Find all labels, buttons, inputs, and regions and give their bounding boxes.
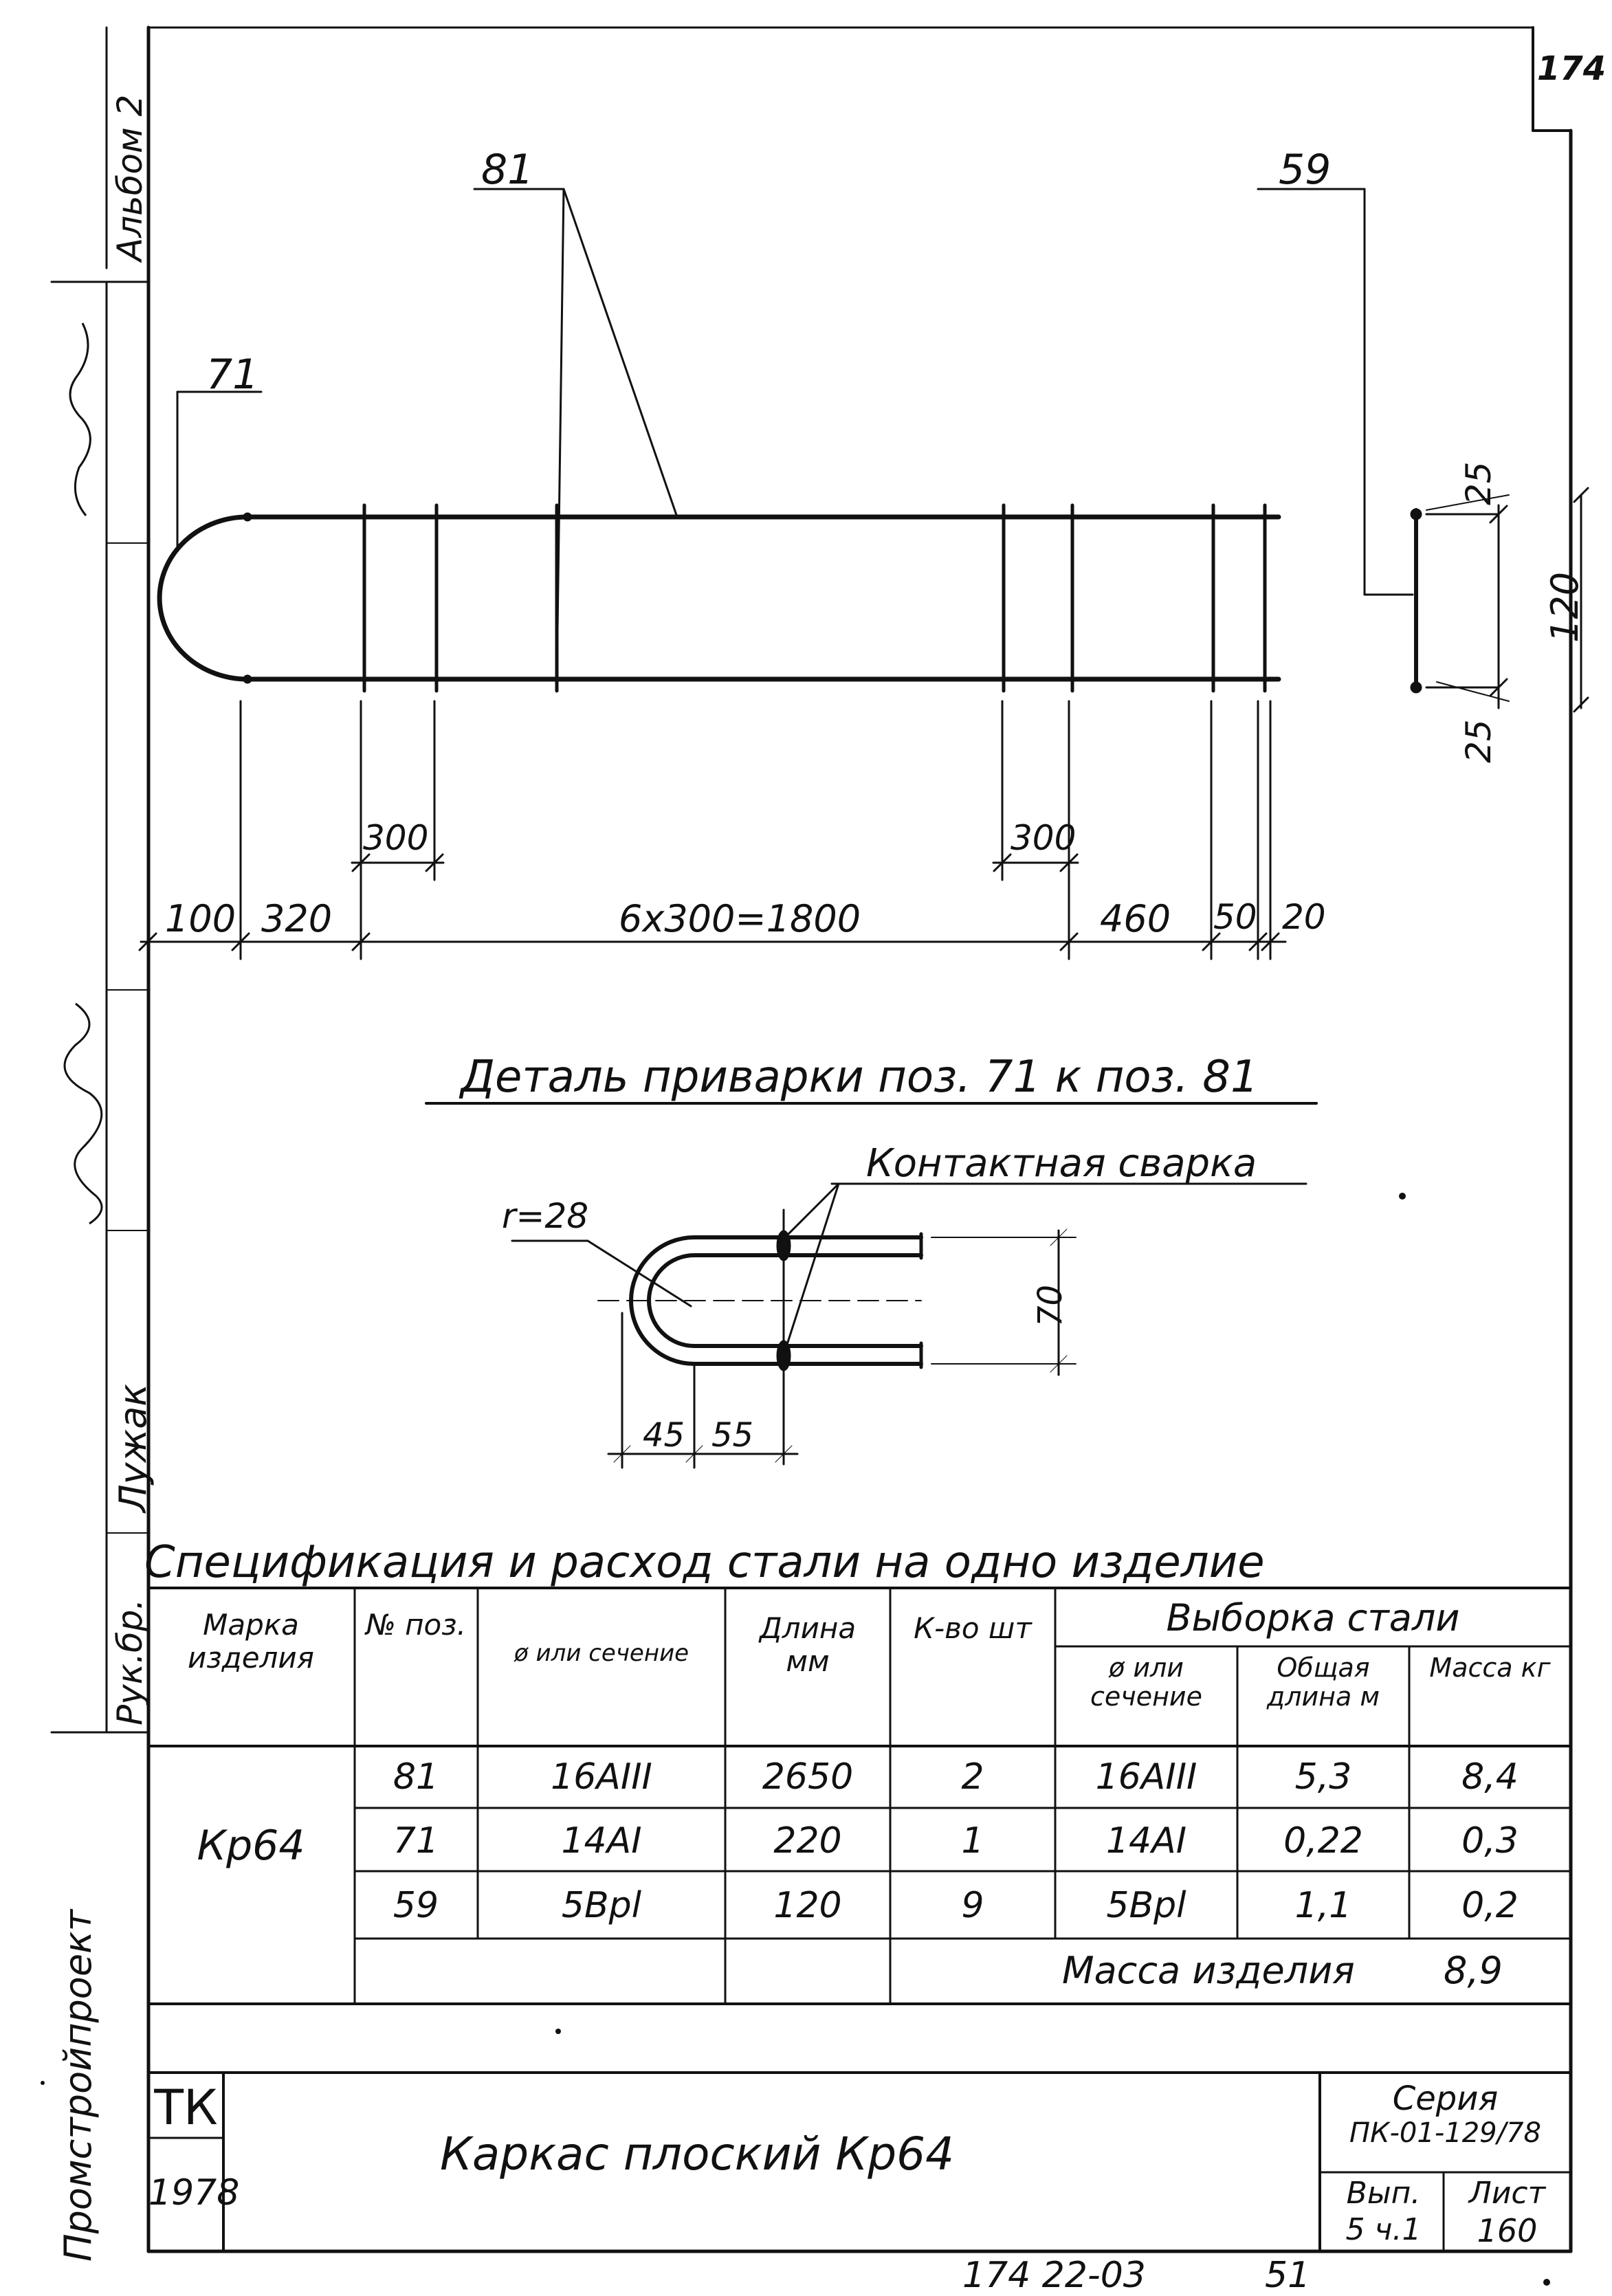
table-row-3-mass: 0,2 — [1461, 1885, 1519, 1926]
drawing-name: Каркас плоский Кр64 — [440, 2128, 955, 2181]
spec-title: Спецификация и расход стали на одно изде… — [144, 1537, 1265, 1588]
dim-70: 70 — [1031, 1284, 1070, 1327]
table-row-2-mass: 0,3 — [1461, 1820, 1519, 1862]
head-title-label: Рук.бр. — [110, 1598, 150, 1725]
dim-120: 120 — [1543, 571, 1587, 643]
table-row-3-length: 120 — [773, 1885, 842, 1926]
dim-320: 320 — [261, 897, 333, 940]
dim-100: 100 — [165, 897, 236, 940]
title-block-year: 1978 — [148, 2172, 240, 2214]
table-row-2-pos: 71 — [393, 1820, 439, 1862]
mark-value: Кр64 — [197, 1822, 305, 1870]
footer-number: 174 22-03 — [962, 2255, 1146, 2296]
dim-6x300: 6x300=1800 — [619, 897, 861, 940]
callout-main-bar: 81 — [481, 146, 534, 194]
dim-45: 45 — [643, 1416, 685, 1455]
table-row-2-total: 0,22 — [1283, 1820, 1363, 1862]
dim-25-top: 25 — [1459, 461, 1499, 505]
table-row-3-qty: 9 — [961, 1885, 984, 1926]
mass-total-value: 8,9 — [1444, 1949, 1503, 1992]
table-row-3-total: 1,1 — [1294, 1885, 1352, 1926]
header-sel-section: ø или сечение — [1090, 1653, 1203, 1712]
issue-label: Вып. — [1346, 2176, 1421, 2211]
table-row-2-section: 14AI — [561, 1820, 642, 1862]
dim-460: 460 — [1100, 897, 1171, 940]
executor-label: Лужак — [111, 1384, 155, 1512]
signature-2 — [63, 1002, 103, 1225]
dim-25-bottom: 25 — [1459, 719, 1499, 763]
header-pos: № поз. — [366, 1608, 466, 1642]
table-row-1-qty: 2 — [961, 1756, 984, 1798]
table-row-1-section: 16AIII — [551, 1756, 652, 1798]
callout-cross-bar: 59 — [1279, 146, 1332, 194]
header-qty: К-во шт — [914, 1611, 1032, 1645]
dim-50: 50 — [1213, 897, 1257, 937]
table-row-1-sel-section: 16AIII — [1095, 1756, 1197, 1798]
table-row-2-length: 220 — [773, 1820, 842, 1862]
callout-end-bar: 71 — [206, 351, 259, 399]
table-row-1-length: 2650 — [762, 1756, 854, 1798]
table-row-1-pos: 81 — [393, 1756, 439, 1798]
header-section: ø или сечение — [514, 1640, 689, 1667]
series-label: Серия — [1392, 2079, 1499, 2118]
dim-spacing-right: 300 — [1011, 818, 1076, 858]
institute-label: Промстройпроект — [56, 1909, 100, 2262]
radius-label: r=28 — [502, 1196, 589, 1236]
header-selection: Выборка стали — [1166, 1596, 1460, 1640]
dim-20: 20 — [1282, 897, 1326, 937]
signature-1 — [69, 322, 91, 516]
album-label: Альбом 2 — [110, 94, 150, 261]
title-block-code: ТК — [154, 2079, 218, 2136]
dim-55: 55 — [711, 1416, 754, 1455]
dim-spacing-left: 300 — [363, 818, 429, 858]
table-row-3-sel-section: 5Bpl — [1106, 1885, 1186, 1926]
header-sel-mass: Масса кг — [1429, 1653, 1551, 1683]
sheet-label: Лист — [1468, 2176, 1546, 2211]
issue-value: 5 ч.1 — [1345, 2212, 1422, 2247]
detail-title: Деталь приварки поз. 71 к поз. 81 — [461, 1052, 1259, 1103]
corner-tag: 174 — [1537, 49, 1607, 88]
table-row-3-section: 5Bpl — [561, 1885, 642, 1926]
footer-page: 51 — [1265, 2255, 1311, 2296]
table-row-1-mass: 8,4 — [1461, 1756, 1519, 1798]
table-row-1-total: 5,3 — [1294, 1756, 1352, 1798]
header-length: Длина мм — [759, 1611, 857, 1678]
weld-label: Контактная сварка — [866, 1141, 1257, 1186]
header-mark: Марка изделия — [188, 1608, 314, 1675]
header-sel-total: Общая длина м — [1266, 1653, 1380, 1712]
mass-total-label: Масса изделия — [1062, 1949, 1355, 1992]
series-value: ПК-01-129/78 — [1349, 2117, 1541, 2149]
table-row-2-sel-section: 14AI — [1105, 1820, 1187, 1862]
table-row-3-pos: 59 — [393, 1885, 439, 1926]
table-row-2-qty: 1 — [961, 1820, 984, 1862]
sheet-value: 160 — [1477, 2212, 1538, 2249]
